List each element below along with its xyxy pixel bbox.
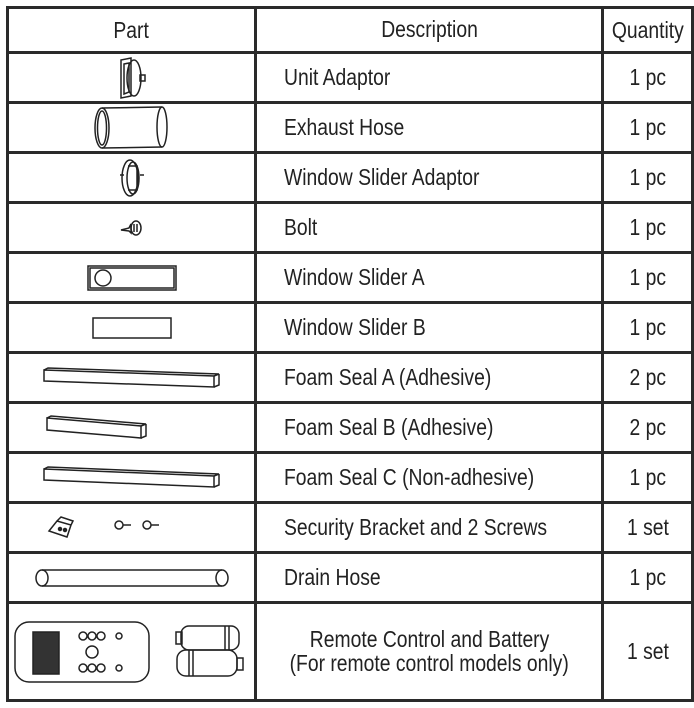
quantity: 1 set bbox=[626, 514, 669, 540]
part-cell bbox=[5, 51, 258, 104]
description: Window Slider A bbox=[284, 264, 425, 290]
exhaust-hose-icon bbox=[93, 105, 168, 149]
description-cell: Foam Seal B (Adhesive) bbox=[254, 401, 605, 454]
quantity: 2 pc bbox=[629, 364, 666, 390]
table-row: Drain Hose 1 pc bbox=[5, 551, 694, 604]
header-description-label: Description bbox=[380, 16, 478, 42]
security-bracket-screws-icon bbox=[47, 515, 159, 538]
quantity-cell: 1 set bbox=[601, 501, 694, 554]
part-cell bbox=[5, 401, 258, 454]
table-row: Bolt 1 pc bbox=[5, 201, 694, 254]
table-row: Window Slider B 1 pc bbox=[5, 301, 694, 354]
quantity: 1 pc bbox=[629, 264, 666, 290]
description: Drain Hose bbox=[284, 564, 381, 590]
description: Bolt bbox=[284, 214, 318, 240]
description: Foam Seal B (Adhesive) bbox=[284, 414, 494, 440]
description-cell: Window Slider B bbox=[254, 301, 605, 354]
description-cell: Foam Seal C (Non-adhesive) bbox=[254, 451, 605, 504]
header-quantity-label: Quantity bbox=[611, 16, 684, 43]
description: Window Slider B bbox=[284, 314, 426, 340]
quantity: 1 pc bbox=[629, 64, 666, 90]
foam-seal-a-icon bbox=[42, 366, 220, 388]
unit-adaptor-icon bbox=[119, 56, 146, 99]
quantity-cell: 1 pc bbox=[601, 151, 694, 204]
part-cell bbox=[5, 551, 258, 604]
part-cell bbox=[5, 501, 258, 554]
table-row: Exhaust Hose 1 pc bbox=[5, 101, 694, 154]
quantity-cell: 1 pc bbox=[601, 251, 694, 304]
description: Remote Control and Battery bbox=[309, 625, 549, 652]
part-cell bbox=[5, 301, 258, 354]
table-row: Unit Adaptor 1 pc bbox=[5, 51, 694, 104]
quantity: 1 pc bbox=[629, 114, 666, 140]
header-part: Part bbox=[5, 6, 258, 54]
quantity-cell: 1 pc bbox=[601, 101, 694, 154]
table-row: Foam Seal C (Non-adhesive) 1 pc bbox=[5, 451, 694, 504]
description-cell: Unit Adaptor bbox=[254, 51, 605, 104]
description-cell: Window Slider A bbox=[254, 251, 605, 304]
description: Window Slider Adaptor bbox=[284, 164, 480, 190]
part-cell bbox=[5, 101, 258, 154]
part-cell bbox=[5, 201, 258, 254]
part-cell bbox=[5, 251, 258, 304]
part-cell bbox=[5, 451, 258, 504]
quantity-cell: 1 pc bbox=[601, 551, 694, 604]
description-cell: Bolt bbox=[254, 201, 605, 254]
part-cell bbox=[5, 151, 258, 204]
bolt-icon bbox=[120, 219, 142, 236]
table-row: Foam Seal B (Adhesive) 2 pc bbox=[5, 401, 694, 454]
quantity-cell: 2 pc bbox=[601, 351, 694, 404]
drain-hose-icon bbox=[34, 568, 229, 587]
description: Foam Seal A (Adhesive) bbox=[284, 364, 492, 390]
window-slider-b-icon bbox=[91, 316, 172, 339]
table-row: Window Slider A 1 pc bbox=[5, 251, 694, 304]
quantity-cell: 1 pc bbox=[601, 451, 694, 504]
header-row: Part Description Quantity bbox=[5, 6, 694, 54]
quantity: 1 set bbox=[626, 638, 669, 664]
quantity-cell: 1 pc bbox=[601, 201, 694, 254]
table-row: Foam Seal A (Adhesive) 2 pc bbox=[5, 351, 694, 404]
quantity: 1 pc bbox=[629, 564, 666, 590]
header-quantity: Quantity bbox=[601, 6, 694, 54]
description-cell: Remote Control and Battery(For remote co… bbox=[254, 601, 605, 702]
table-row: Window Slider Adaptor 1 pc bbox=[5, 151, 694, 204]
part-cell bbox=[5, 351, 258, 404]
table-row: Remote Control and Battery(For remote co… bbox=[5, 601, 694, 702]
description-note: (For remote control models only) bbox=[289, 649, 569, 676]
remote-battery-icon bbox=[13, 620, 244, 683]
description-cell: Exhaust Hose bbox=[254, 101, 605, 154]
description-cell: Foam Seal A (Adhesive) bbox=[254, 351, 605, 404]
quantity: 1 pc bbox=[629, 464, 666, 490]
foam-seal-b-icon bbox=[46, 414, 147, 439]
header-description: Description bbox=[254, 6, 605, 54]
quantity: 1 pc bbox=[629, 314, 666, 340]
quantity-cell: 1 set bbox=[601, 601, 694, 702]
quantity: 1 pc bbox=[629, 164, 666, 190]
description-cell: Security Bracket and 2 Screws bbox=[254, 501, 605, 554]
window-slider-adaptor-icon bbox=[119, 158, 144, 197]
quantity-cell: 2 pc bbox=[601, 401, 694, 454]
window-slider-a-icon bbox=[86, 264, 177, 291]
quantity-cell: 1 pc bbox=[601, 301, 694, 354]
description: Foam Seal C (Non-adhesive) bbox=[284, 464, 535, 490]
quantity: 1 pc bbox=[629, 214, 666, 240]
description-cell: Window Slider Adaptor bbox=[254, 151, 605, 204]
quantity-cell: 1 pc bbox=[601, 51, 694, 104]
foam-seal-c-icon bbox=[42, 465, 220, 488]
parts-table: Part Description Quantity Unit Adaptor 1… bbox=[5, 6, 694, 702]
table-row: Security Bracket and 2 Screws 1 set bbox=[5, 501, 694, 554]
part-cell bbox=[5, 601, 258, 702]
header-part-label: Part bbox=[113, 16, 150, 43]
description: Security Bracket and 2 Screws bbox=[284, 514, 548, 540]
description: Unit Adaptor bbox=[284, 64, 391, 90]
quantity: 2 pc bbox=[629, 414, 666, 440]
description: Exhaust Hose bbox=[284, 114, 405, 140]
description-cell: Drain Hose bbox=[254, 551, 605, 604]
